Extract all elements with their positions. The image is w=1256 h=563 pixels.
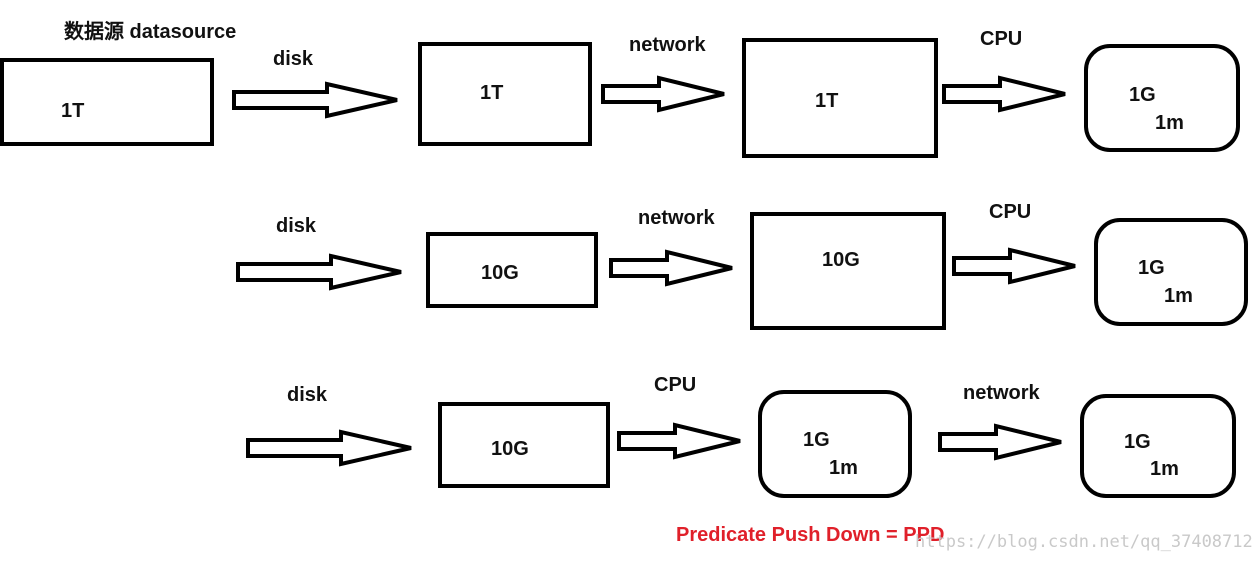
row1-step2-label: network (629, 34, 706, 56)
row1-box-1 (418, 42, 592, 146)
row3-arrow-3 (938, 423, 1062, 461)
row2-step1-label: disk (276, 215, 317, 237)
datasource-value: 1T (61, 100, 85, 122)
row1-box-3-value-2: 1m (1155, 112, 1184, 134)
row3-box-3 (1080, 394, 1236, 498)
row1-box-3-value-1: 1G (1129, 84, 1156, 106)
row2-box-2-value: 10G (822, 249, 860, 271)
row1-step3-label: CPU (980, 28, 1023, 50)
row2-step3-label: CPU (989, 201, 1032, 223)
datasource-box (0, 58, 214, 146)
row3-box-3-value-1: 1G (1124, 431, 1151, 453)
row3-box-1 (438, 402, 610, 488)
row3-box-2-value-1: 1G (803, 429, 830, 451)
row3-box-2-value-2: 1m (829, 457, 858, 479)
row2-box-1-value: 10G (481, 262, 519, 284)
row3-step1-label: disk (287, 384, 328, 406)
row2-box-2 (750, 212, 946, 330)
row3-arrow-1 (246, 429, 412, 467)
row1-arrow-3 (942, 75, 1066, 113)
row1-step1-label: disk (273, 48, 314, 70)
row2-arrow-3 (952, 247, 1076, 285)
row2-box-3 (1094, 218, 1248, 326)
row1-box-3 (1084, 44, 1240, 152)
row2-arrow-2 (609, 249, 733, 287)
row1-box-1-value: 1T (480, 82, 504, 104)
watermark: https://blog.csdn.net/qq_37408712 (915, 532, 1253, 552)
row1-box-2 (742, 38, 938, 158)
row2-box-3-value-1: 1G (1138, 257, 1165, 279)
row3-box-2 (758, 390, 912, 498)
row2-arrow-1 (236, 253, 402, 291)
row3-step3-label: network (963, 382, 1040, 404)
row3-box-1-value: 10G (491, 438, 529, 460)
row2-step2-label: network (638, 207, 715, 229)
row3-arrow-2 (617, 422, 741, 460)
row2-box-1 (426, 232, 598, 308)
row1-arrow-1 (232, 81, 398, 119)
row2-box-3-value-2: 1m (1164, 285, 1193, 307)
row3-step2-label: CPU (654, 374, 697, 396)
row1-box-2-value: 1T (815, 90, 839, 112)
ppd-caption: Predicate Push Down = PPD (676, 524, 945, 546)
row3-box-3-value-2: 1m (1150, 458, 1179, 480)
diagram-title: 数据源 datasource (64, 21, 237, 43)
row1-arrow-2 (601, 75, 725, 113)
